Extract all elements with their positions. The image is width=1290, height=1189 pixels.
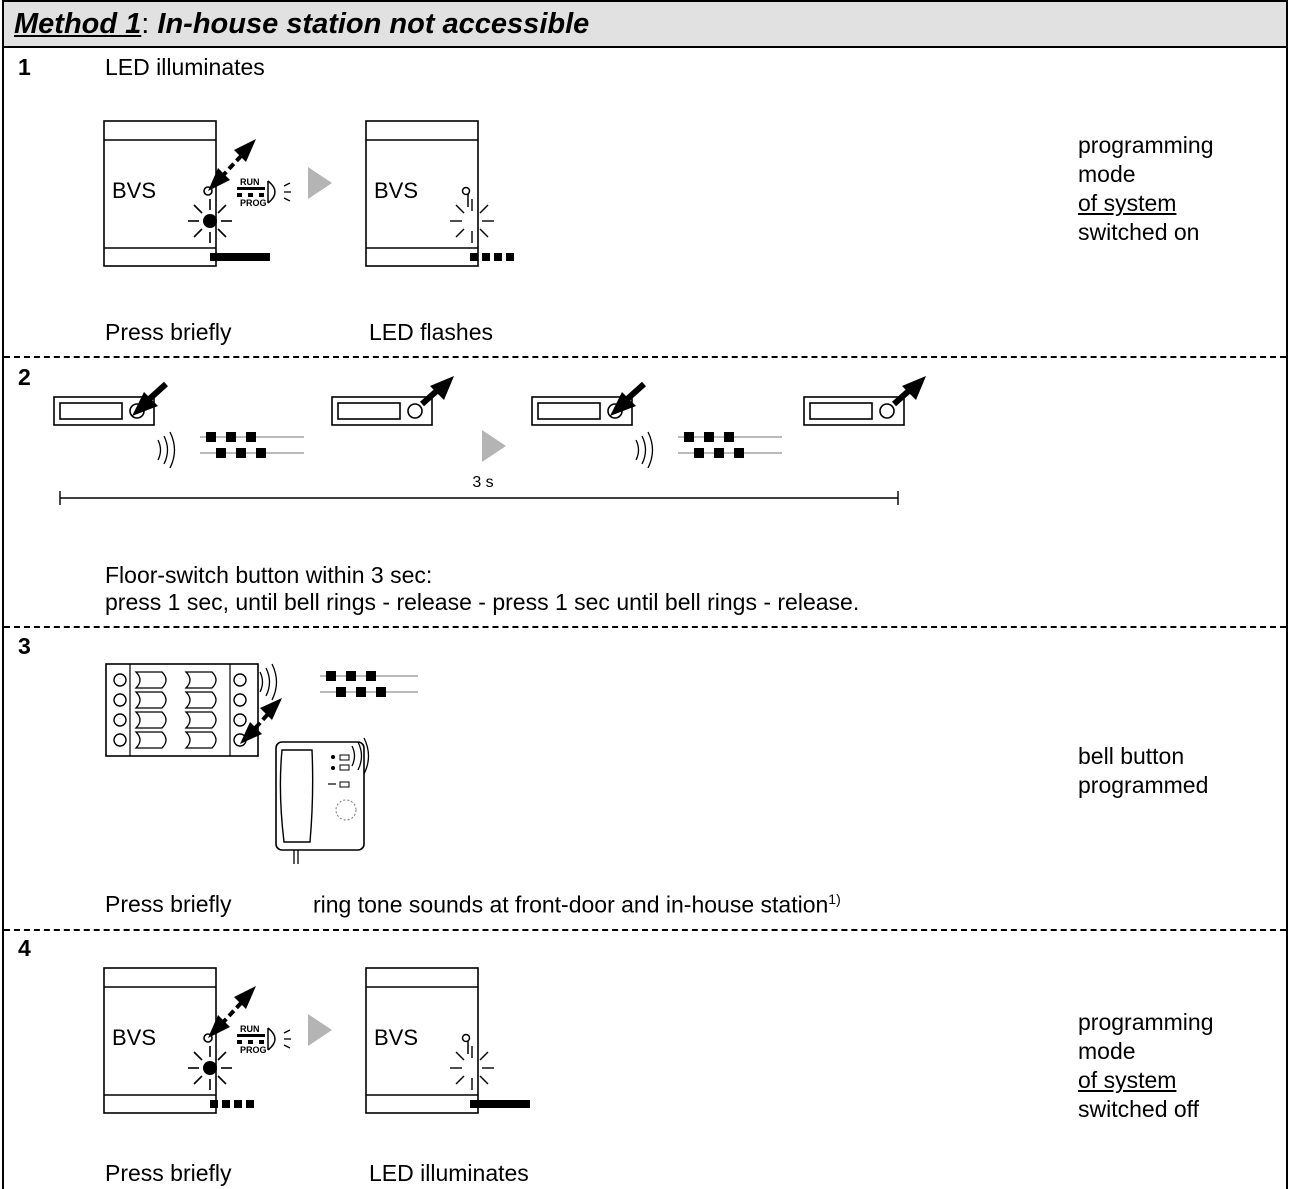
press-arrow-icon — [208, 139, 256, 191]
step-1-caption-press: Press briefly — [105, 319, 232, 345]
device-label: BVS — [112, 178, 156, 203]
svg-text:BVS: BVS — [374, 178, 418, 203]
step-4-note: programming mode of system switched off — [1078, 1009, 1214, 1122]
floor-switch-release-icon — [803, 376, 926, 426]
handset-station-icon — [275, 741, 365, 864]
prog-button-icon — [203, 186, 213, 196]
step-4-caption-press: Press briefly — [105, 1160, 232, 1186]
svg-text:BVS: BVS — [374, 1025, 418, 1050]
press-arrow-icon — [240, 698, 282, 744]
step-1-number: 1 — [18, 54, 31, 80]
prog-button-icon — [461, 1033, 471, 1054]
floor-switch-press-icon — [53, 384, 305, 469]
bvs-device-icon: BVS — [365, 120, 479, 267]
step-2-caption-line2: press 1 sec, until bell rings - release … — [105, 589, 860, 615]
title-text: In-house station not accessible — [149, 8, 590, 40]
step-divider — [4, 356, 1286, 358]
led-flash-icon — [450, 199, 494, 243]
step-1-note: programming mode of system switched on — [1078, 132, 1214, 245]
step-4-number: 4 — [18, 935, 31, 961]
svg-text:BVS: BVS — [112, 1025, 156, 1050]
floor-switch-press-icon — [531, 384, 783, 469]
prog-button-icon — [203, 1033, 213, 1043]
next-arrow-icon — [308, 167, 332, 199]
step-1-heading: LED illuminates — [105, 54, 265, 80]
step-2-number: 2 — [18, 364, 31, 390]
page-title: Method 1: In-house station not accessibl… — [14, 8, 589, 41]
led-flash-icon — [450, 1046, 494, 1090]
bvs-device-icon: BVS — [103, 120, 217, 267]
step-divider — [4, 626, 1286, 628]
step-2-caption-line1: Floor-switch button within 3 sec: — [105, 562, 433, 588]
svg-text:PROG: PROG — [240, 198, 267, 208]
prog-button-icon — [461, 186, 471, 207]
step-3-note: bell button programmed — [1078, 743, 1209, 798]
step-divider — [4, 929, 1286, 931]
timeline-3s: 3 s — [59, 474, 899, 505]
step-1-figure: BVS RUN PROG — [103, 120, 514, 267]
led-burst-icon — [188, 199, 232, 243]
time-label: 3 s — [472, 474, 493, 491]
title-colon: : — [141, 8, 150, 40]
svg-text:PROG: PROG — [240, 1045, 267, 1055]
step-4-figure: BVS RUN PROG — [103, 967, 530, 1114]
led-flashing-indicator — [210, 1100, 254, 1108]
title-bar: Method 1: In-house station not accessibl… — [4, 2, 1286, 48]
bvs-device-icon: BVS — [365, 967, 479, 1114]
svg-text:RUN: RUN — [240, 177, 260, 187]
floor-switch-release-icon — [331, 376, 454, 426]
sound-waves-icon — [351, 737, 370, 775]
led-burst-icon — [188, 1046, 232, 1090]
footnote-mark: 1) — [828, 891, 841, 907]
step-1-caption-led: LED flashes — [369, 319, 494, 345]
step-2-figure: 3 s — [53, 380, 934, 505]
led-solid-indicator — [210, 253, 270, 261]
method-label: Method 1 — [14, 8, 142, 40]
step-3-caption-ring: ring tone sounds at front-door and in-ho… — [313, 891, 841, 918]
step-3-caption-press: Press briefly — [105, 891, 232, 917]
step-4-caption-led: LED illuminates — [369, 1160, 529, 1186]
next-arrow-icon — [308, 1014, 332, 1046]
sound-waves-icon — [259, 663, 278, 701]
led-solid-indicator — [470, 1100, 530, 1108]
step-3-figure — [105, 663, 418, 864]
bvs-device-icon: BVS — [103, 967, 217, 1114]
run-prog-switch-icon: RUN PROG — [237, 1024, 291, 1055]
run-prog-switch-icon: RUN PROG — [237, 177, 291, 208]
led-flashing-indicator — [470, 253, 514, 261]
step-3-number: 3 — [18, 633, 31, 659]
doorbell-panel-icon — [105, 663, 259, 757]
bell-signal-icon — [320, 671, 418, 697]
press-arrow-icon — [208, 986, 256, 1038]
next-arrow-icon — [482, 430, 506, 462]
svg-text:RUN: RUN — [240, 1024, 260, 1034]
